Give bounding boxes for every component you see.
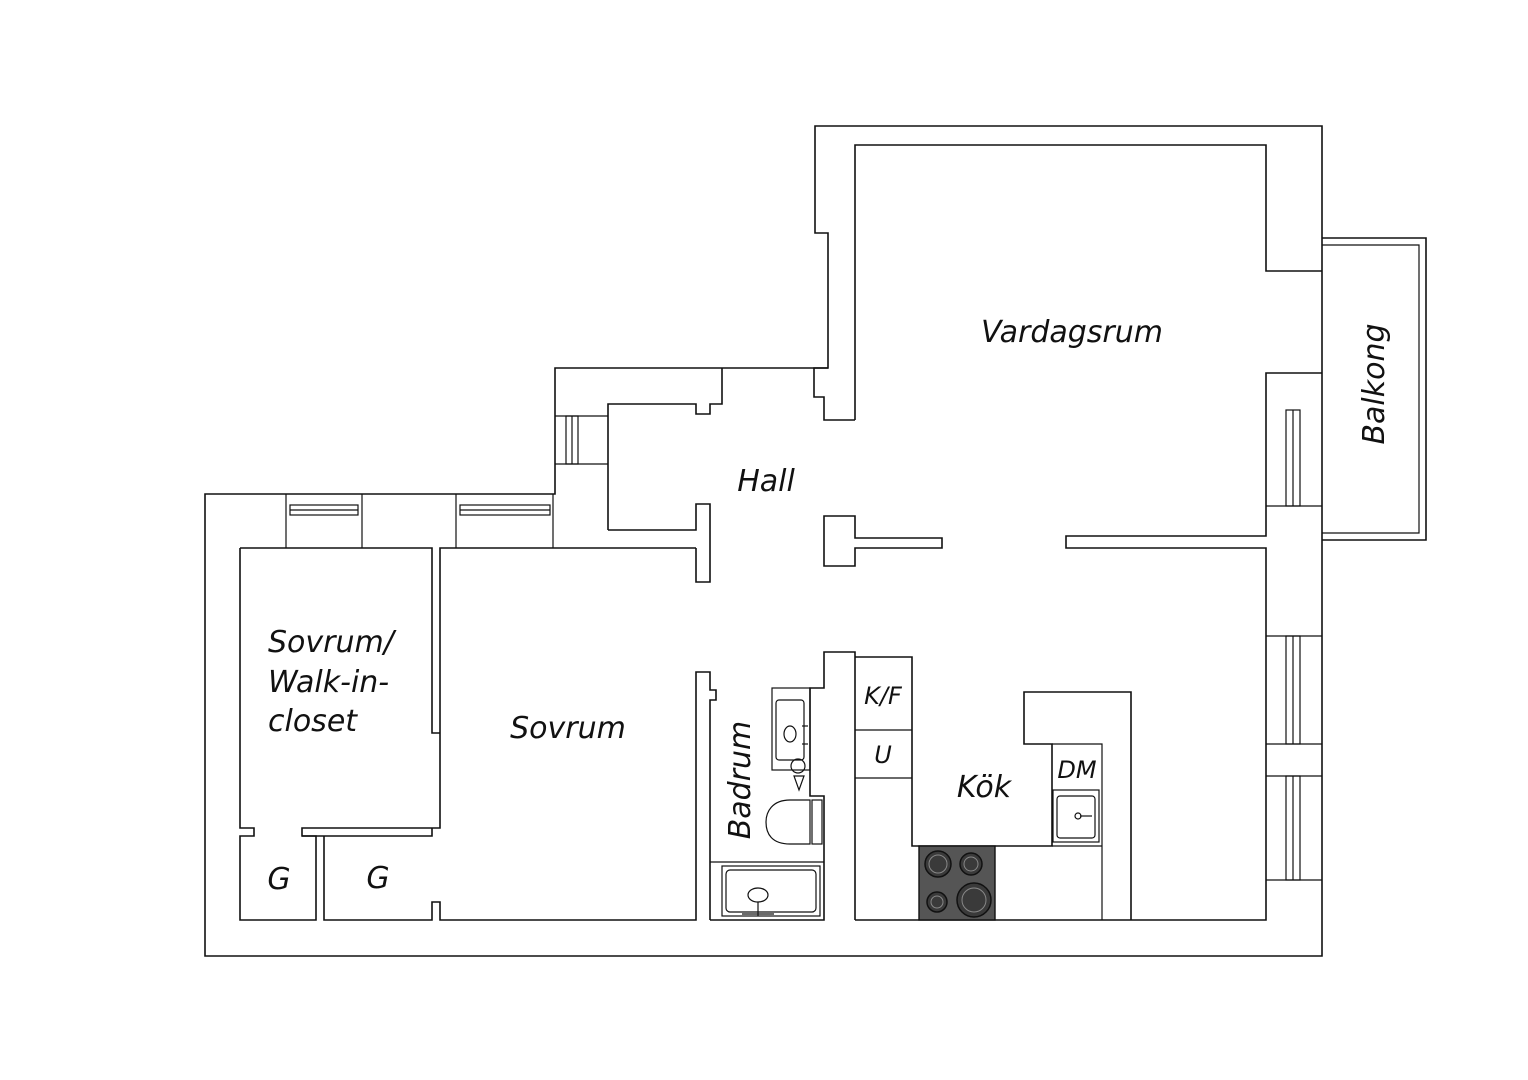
window-east-3 (1285, 775, 1301, 881)
label-badrum: Badrum (723, 721, 758, 840)
outer-wall (204, 125, 1323, 957)
window-bedroom-2 (455, 494, 554, 548)
window-east-2 (1285, 635, 1301, 745)
east-wall-segments (1266, 505, 1322, 881)
label-sovrum-walkin-3: closet (268, 704, 358, 739)
bathtub (721, 865, 821, 917)
label-g-1: G (267, 862, 290, 897)
label-kok: Kök (957, 770, 1013, 805)
window-hall (555, 415, 608, 465)
label-sovrum: Sovrum (510, 711, 626, 746)
living-room-walls (813, 144, 1322, 921)
label-sovrum-walkin-2: Walk-in- (268, 665, 389, 700)
bedroom-walls (239, 547, 717, 921)
bathroom-drain (790, 758, 806, 792)
window-bedroom-1 (285, 494, 363, 548)
label-hall: Hall (737, 464, 795, 499)
label-u: U (874, 741, 892, 769)
kitchen-sink (1052, 789, 1100, 843)
toilet (765, 799, 823, 845)
stove (918, 845, 996, 921)
label-balkong: Balkong (1357, 323, 1392, 444)
hall-walls (607, 368, 943, 583)
label-kf: K/F (864, 682, 903, 710)
kitchen-walls (855, 656, 1132, 920)
bathroom-sink (771, 687, 811, 771)
balcony (1322, 237, 1427, 541)
label-vardagsrum: Vardagsrum (981, 315, 1163, 350)
label-dm: DM (1057, 756, 1096, 784)
label-sovrum-walkin-1: Sovrum/ (268, 625, 397, 660)
window-east-1 (1285, 409, 1301, 507)
label-g-2: G (366, 861, 389, 896)
